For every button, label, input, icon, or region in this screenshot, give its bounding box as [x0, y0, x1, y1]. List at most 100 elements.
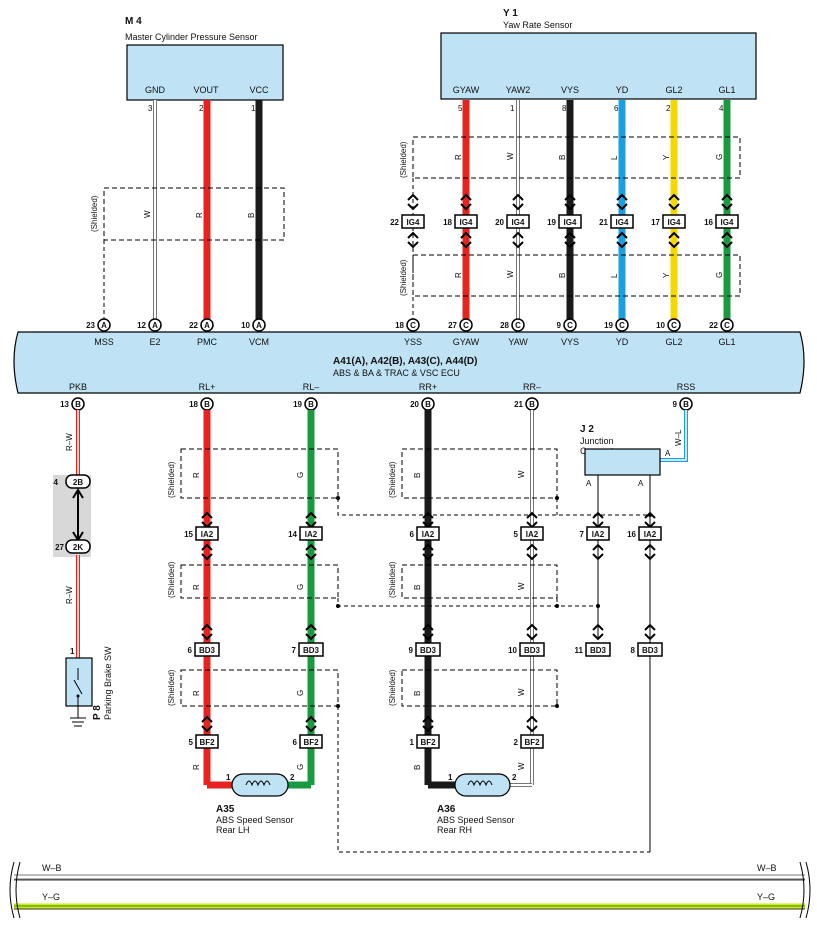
bd3-connector-label: BD3 [642, 646, 659, 655]
ig4-connector-label: IG4 [512, 218, 525, 227]
ia2b-2-chev-down [422, 553, 434, 561]
rear-shield-label: (Shielded) [388, 561, 397, 598]
yaw-wire-color: R [454, 154, 463, 160]
bd3-connector-label: BD3 [199, 646, 216, 655]
yaw-sensor-box [440, 32, 757, 100]
ig4-connector-label: IG4 [616, 218, 629, 227]
ecu-top-terminals: A23MSSA12E2A22PMCA10VCMC18YSSC27GYAWC28Y… [86, 318, 736, 347]
ecu-top-term-letter: C [567, 321, 573, 330]
yaw-wire-color: Y [662, 154, 671, 160]
ecu-bottom-term-letter: B [308, 400, 314, 409]
bf2-pin: 6 [293, 738, 298, 747]
parking-jc-top-badge [65, 474, 91, 489]
ecu-bottom-pin: 20 [410, 400, 419, 409]
shield-node [596, 604, 600, 608]
yaw-wire-color: W [506, 270, 515, 278]
ia2-pin: 6 [410, 530, 415, 539]
ig4-connector-box [610, 214, 634, 229]
ig4-pin: 18 [443, 218, 452, 227]
yaw-shield-label-lower: (Shielded) [399, 259, 408, 296]
parking-jc-bottom: 2K [73, 543, 83, 552]
rear-shield-label: (Shielded) [167, 561, 176, 598]
parking-jc-bottom-pin: 27 [55, 543, 64, 552]
ecu-bottom-name: RR– [523, 382, 541, 392]
bottom-bus [9, 861, 811, 919]
parking-jc-top: 2B [73, 478, 83, 487]
ig4b-5-chev-up [668, 231, 680, 239]
ecu-top-name: PMC [197, 337, 218, 347]
ia2-connector-box [586, 526, 610, 541]
yaw-pin: 6 [614, 104, 619, 113]
bd3-connector-label: BD3 [420, 646, 437, 655]
ecu-top-term-circle [615, 318, 629, 332]
ia2b-3-chev-down [526, 553, 538, 561]
ecu-top-term-circle [97, 318, 111, 332]
yaw-sensor-code: Y 1 [503, 8, 518, 19]
ia2b-3-chev-up [526, 543, 538, 551]
ecu-bottom-term-letter: B [425, 400, 431, 409]
master-term-vcc: VCC [249, 85, 269, 95]
ecu-top-term-circle [563, 318, 577, 332]
ia2b-1-chev-up [305, 543, 317, 551]
ig4-pin: 19 [547, 218, 556, 227]
rear-wire-color: W [517, 582, 526, 590]
ia2-5-chev-up [644, 511, 656, 519]
ig4b-3-chev-down [564, 241, 576, 249]
bf2-2-chev-down [422, 725, 434, 733]
ecu-bottom-pin: 21 [514, 400, 523, 409]
ia2-1-chev-up [305, 511, 317, 519]
rear-wire-color: B [413, 585, 422, 590]
ia2b-4-chev-down [592, 553, 604, 561]
ecu-bottom-name: RL+ [199, 382, 216, 392]
ecu-top-pin: 10 [656, 321, 665, 330]
ecu-top-name: GL2 [665, 337, 682, 347]
bd3-pin: 9 [409, 646, 414, 655]
yaw-shield-lower [412, 254, 741, 297]
speed-lh-line1: ABS Speed Sensor [216, 815, 294, 825]
master-sensor-code: M 4 [125, 16, 142, 27]
shield-node [336, 496, 340, 500]
speed-sensor-rh-coil [454, 773, 511, 797]
bf2-connector-box [520, 734, 544, 749]
master-shield-label: (Shielded) [90, 195, 99, 232]
ig4-pin: 22 [390, 218, 399, 227]
ecu-top-name: GL1 [718, 337, 735, 347]
rear-shield-label: (Shielded) [167, 669, 176, 706]
bd3-pin: 11 [575, 646, 584, 655]
ecu-top-pin: 23 [86, 321, 95, 330]
yaw-terminal-label: VYS [561, 85, 579, 95]
parking-sw-name: Parking Brake SW [103, 646, 113, 720]
bd3-5-chev-down [644, 633, 656, 641]
ecu-top-term-letter: A [152, 321, 158, 330]
bf2-0-chev-up [201, 715, 213, 723]
yaw-wire-color: B [558, 155, 567, 160]
ecu-top-term-circle [406, 318, 420, 332]
ig4b-4-chev-down [616, 241, 628, 249]
lh-pin-2: 2 [290, 773, 295, 782]
bd3-pin: 7 [292, 646, 297, 655]
ia2b-5-chev-down [644, 553, 656, 561]
bf2-2-chev-up [422, 715, 434, 723]
bd3-pin: 6 [188, 646, 193, 655]
yaw-pin: 8 [562, 104, 567, 113]
rear-shield-right [401, 564, 558, 599]
ig4-pin: 17 [651, 218, 660, 227]
rear-shield-label: (Shielded) [388, 669, 397, 706]
master-wire-b: B [247, 213, 256, 218]
ecu-top-name: GYAW [453, 337, 480, 347]
yaw-wire-color: G [715, 154, 724, 160]
bd3-2-chev-up [422, 623, 434, 631]
bd3-pin: 10 [508, 646, 517, 655]
junction-code: J 2 [580, 424, 594, 435]
ecu-top-term-letter: A [101, 321, 107, 330]
speed-sensor-lh-coil [231, 773, 289, 797]
bus-yg-right: Y–G [757, 892, 775, 902]
ia2-2-chev-up [422, 511, 434, 519]
ecu-top-pin: 22 [189, 321, 198, 330]
ia2b-1-chev-down [305, 553, 317, 561]
parking-jc-top-pin: 4 [54, 478, 59, 487]
master-pin-1: 1 [251, 104, 256, 113]
bd3-connector-label: BD3 [590, 646, 607, 655]
